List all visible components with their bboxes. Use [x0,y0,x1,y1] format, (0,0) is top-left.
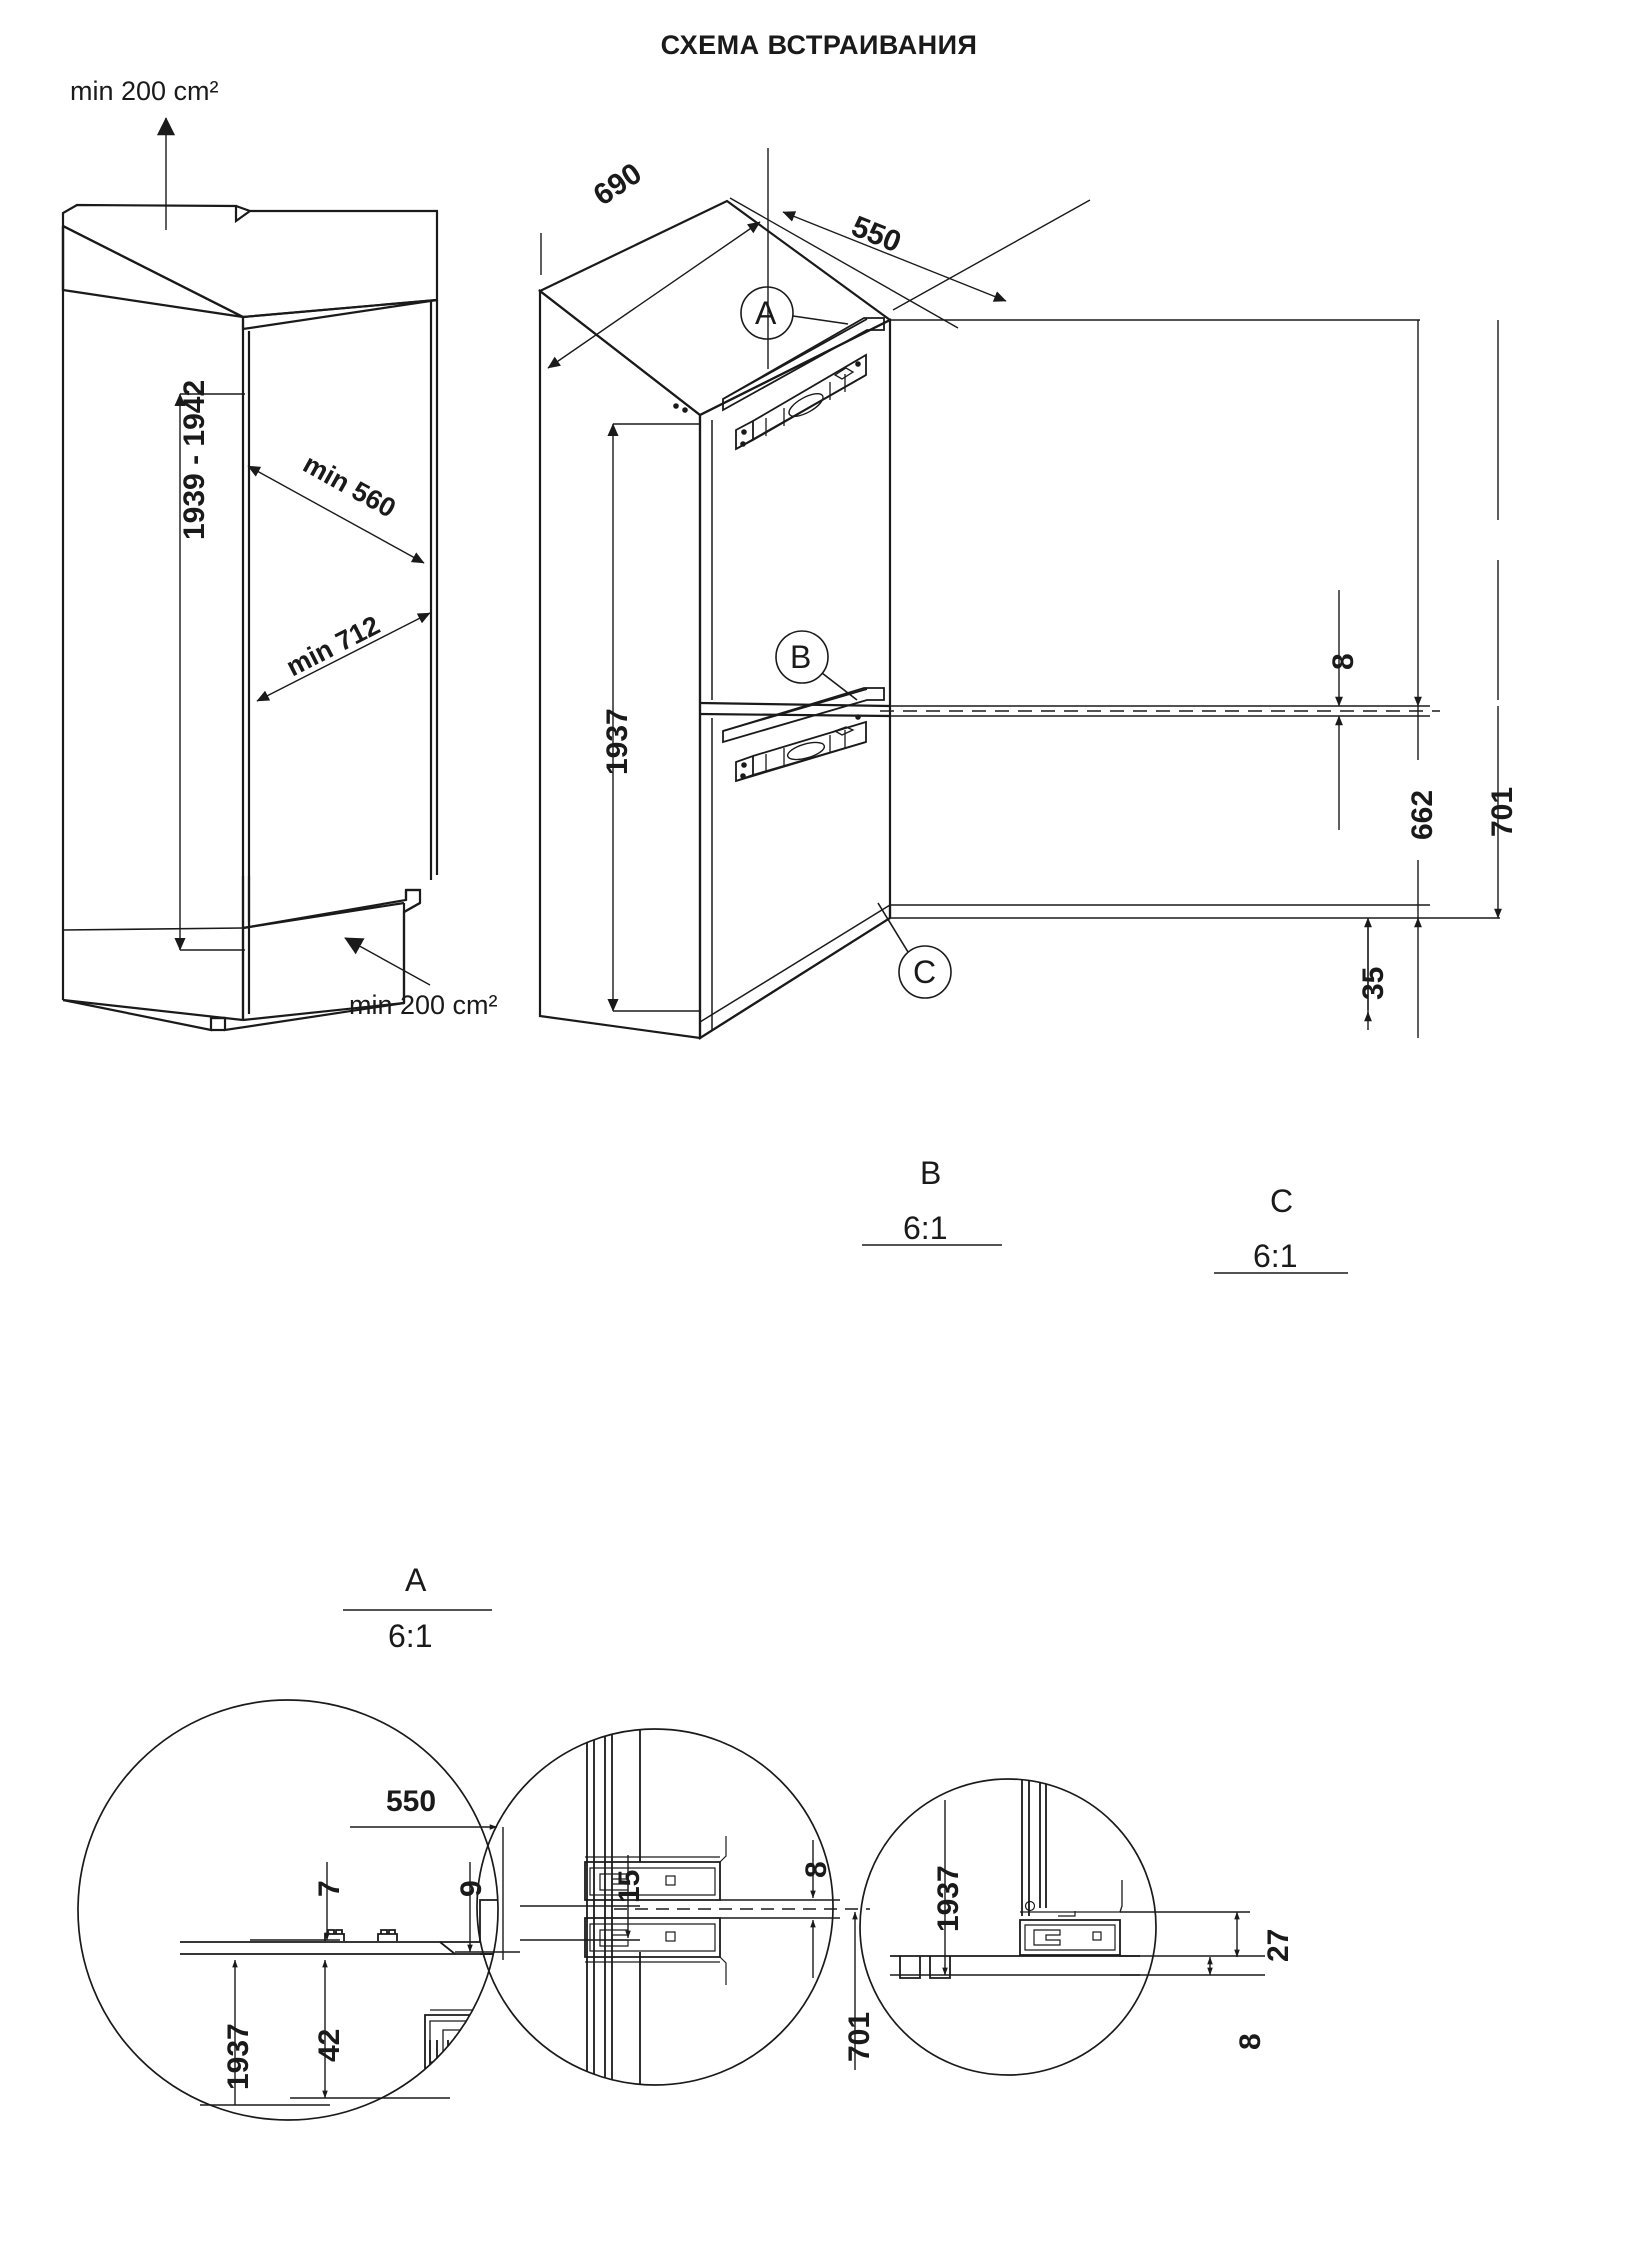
detail-c-scale: 6:1 [1253,1238,1298,1274]
detail-c-dimensions [942,1800,1265,1976]
niche-bottom-vent-label: min 200 cm² [349,990,498,1020]
top-hinge-bracket [673,317,885,451]
detail-a-title: A [405,1562,427,1598]
niche-outline [61,203,439,1032]
callout-c-letter: C [913,954,937,990]
detail-c-dim-1937: 1937 [932,1865,965,1932]
detail-a-dim-42: 42 [313,2028,346,2062]
detail-b-dim-701: 701 [843,2011,876,2062]
niche-depth-dimension [247,465,425,564]
detail-a-scale: 6:1 [388,1618,433,1654]
detail-a-dimensions [200,1824,640,2106]
lower-hinge-bracket [722,687,885,783]
callout-leaders [740,286,952,999]
detail-c-dim-27: 27 [1262,1928,1295,1962]
detail-a-dim-9: 9 [455,1880,488,1897]
bottom-vent-arrow [344,937,431,986]
detail-a-circle [77,1699,499,2121]
appliance-height-label: 1937 [601,708,634,775]
appliance-door-offset-label: 701 [1486,786,1519,837]
niche-height-label: 1939 - 1942 [178,379,211,540]
detail-a-dim-1937: 1937 [222,2023,255,2090]
detail-c-circle [859,1778,1157,2076]
niche-width-dimension [256,612,431,702]
appliance-depth-dimension [540,148,769,369]
appliance-bottom-label: 35 [1357,966,1390,1000]
appliance-height-dimension [607,423,700,1012]
detail-b-circle [476,1728,834,2086]
right-dimension-lines [880,319,1502,1038]
detail-a-dim-7: 7 [313,1880,346,1897]
appliance-lower-door-label: 662 [1406,789,1439,840]
right-dimension-extras [1367,320,1499,1030]
niche-height-dimension [174,393,245,951]
callout-a-letter: A [755,295,777,331]
detail-b-content [584,1729,727,2085]
detail-b-scale: 6:1 [903,1210,948,1246]
detail-c-dim-8: 8 [1234,2033,1267,2050]
detail-c-content [890,1779,1140,1979]
detail-a-dim-550: 550 [386,1785,437,1818]
detail-b-title: B [920,1155,942,1191]
detail-b-dim-8: 8 [800,1861,833,1878]
appliance-gap-label: 8 [1327,653,1360,670]
callout-b-letter: B [790,639,812,675]
detail-b-dimensions [614,1840,870,2070]
page-title: СХЕМА ВСТРАИВАНИЯ [660,30,978,60]
appliance-outline [537,199,893,1040]
niche-top-vent-label: min 200 cm² [70,76,219,106]
detail-c-title: C [1270,1183,1294,1219]
appliance-width-dimension [729,197,1091,329]
detail-a-dim-15: 15 [613,1869,646,1903]
